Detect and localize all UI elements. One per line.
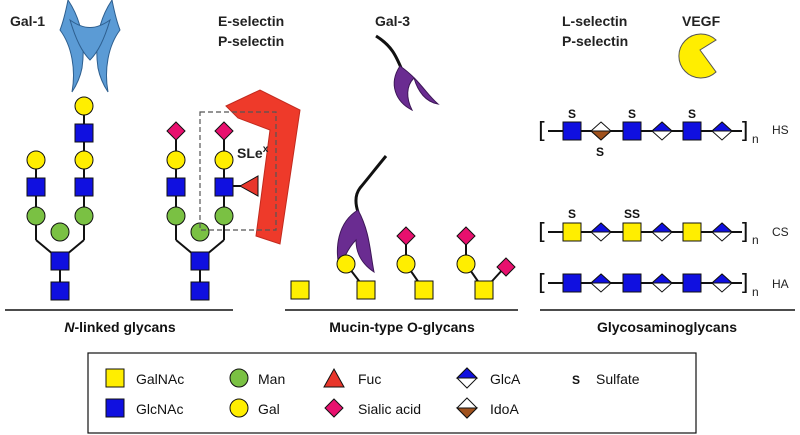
e-selectin-label: E-selectin — [218, 13, 284, 29]
hs-label: HS — [772, 123, 789, 137]
sialic-acid-legend-icon — [324, 398, 344, 418]
selectin-shape — [225, 89, 301, 245]
idoa-legend-icon — [455, 397, 479, 419]
slex-label: SLex — [237, 144, 269, 161]
ha-chain: [ ] — [538, 271, 749, 296]
slex-box — [199, 111, 277, 231]
glcnac-legend-icon — [105, 398, 125, 418]
hs-sulfate-3: S — [628, 107, 636, 121]
galectin-3-lower-shape — [337, 155, 388, 274]
mucin-title: Mucin-type O-glycans — [329, 319, 475, 335]
ha-label: HA — [772, 277, 789, 291]
p-selectin-label-2: P-selectin — [562, 33, 628, 49]
svg-text:[: [ — [538, 220, 547, 245]
sulfate-legend-icon: S — [572, 373, 580, 387]
man-legend-icon — [229, 368, 249, 388]
svg-text:[: [ — [538, 271, 547, 296]
fuc-legend-label: Fuc — [358, 371, 381, 387]
cs-sulfate-1: S — [568, 207, 576, 221]
vegf-label: VEGF — [682, 13, 721, 29]
mucin-glycans — [290, 226, 516, 300]
cs-chain: [ ] — [538, 220, 749, 245]
n-linked-glycan-2 — [166, 121, 259, 301]
sialic-acid-legend-label: Sialic acid — [358, 401, 421, 417]
sulfate-legend-label: Sulfate — [596, 371, 640, 387]
galectin-3-upper-shape — [375, 34, 440, 112]
hs-sulfate-4: S — [688, 107, 696, 121]
vegf-shape — [678, 33, 717, 79]
legend-box — [87, 352, 697, 434]
glca-legend-icon — [455, 367, 479, 389]
gal1-label: Gal-1 — [10, 13, 45, 29]
glcnac-legend-label: GlcNAc — [136, 401, 183, 417]
l-selectin-label: L-selectin — [562, 13, 627, 29]
svg-text:]: ] — [740, 220, 749, 245]
p-selectin-label-1: P-selectin — [218, 33, 284, 49]
gal3-label: Gal-3 — [375, 13, 410, 29]
idoa-legend-label: IdoA — [490, 401, 519, 417]
svg-text:]: ] — [740, 271, 749, 296]
galectin-1-shape — [59, 0, 121, 93]
svg-text:[: [ — [538, 119, 547, 144]
gag-title: Glycosaminoglycans — [597, 319, 737, 335]
fuc-legend-icon — [323, 367, 345, 388]
glca-legend-label: GlcA — [490, 371, 521, 387]
gal-legend-label: Gal — [258, 401, 280, 417]
gal-legend-icon — [229, 398, 249, 418]
hs-chain: [ ] — [538, 119, 749, 144]
cs-sulfate-2: SS — [624, 207, 640, 221]
ha-n: n — [752, 285, 759, 299]
n-linked-glycan-1 — [26, 96, 94, 301]
cs-label: CS — [772, 225, 789, 239]
galnac-legend-label: GalNAc — [136, 371, 184, 387]
svg-text:]: ] — [740, 119, 749, 144]
hs-n: n — [752, 132, 759, 146]
galnac-legend-icon — [105, 368, 125, 388]
hs-sulfate-2: S — [596, 145, 604, 159]
man-legend-label: Man — [258, 371, 285, 387]
hs-sulfate-1: S — [568, 107, 576, 121]
cs-n: n — [752, 233, 759, 247]
n-linked-title: N-linked glycans — [64, 319, 175, 335]
